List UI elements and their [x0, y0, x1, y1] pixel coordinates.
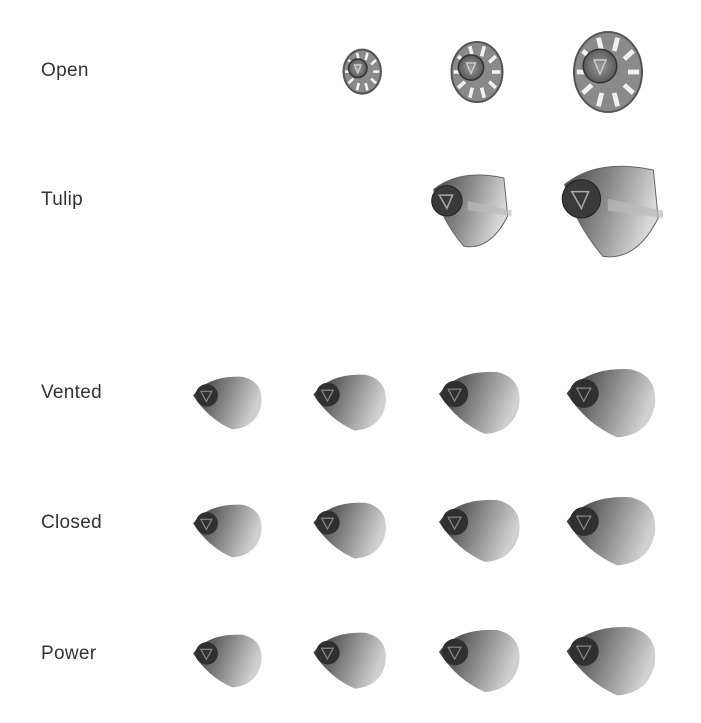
dome-power-size-1: [192, 634, 262, 688]
dome-tulip-size-1: [431, 174, 512, 247]
dome-vented-size-1: [192, 376, 262, 430]
dome-tulip-size-2: [561, 165, 664, 257]
dome-open-size-3: [573, 31, 643, 113]
dome-closed-size-4: [566, 496, 655, 566]
row-label-power: Power: [41, 643, 97, 664]
dome-closed-size-2: [313, 502, 387, 559]
dome-open-size-2: [450, 41, 504, 103]
dome-power-size-2: [313, 632, 387, 689]
row-label-vented: Vented: [41, 382, 102, 403]
dome-open-size-1: [342, 48, 382, 95]
dome-vented-size-3: [439, 371, 520, 434]
dome-power-size-4: [566, 626, 655, 696]
dome-closed-size-1: [192, 504, 262, 558]
dome-closed-size-3: [439, 499, 520, 562]
dome-vented-size-2: [313, 374, 387, 431]
row-label-open: Open: [41, 60, 89, 81]
dome-vented-size-4: [566, 368, 655, 438]
dome-power-size-3: [439, 629, 520, 692]
row-label-tulip: Tulip: [41, 189, 83, 210]
row-label-closed: Closed: [41, 512, 102, 533]
